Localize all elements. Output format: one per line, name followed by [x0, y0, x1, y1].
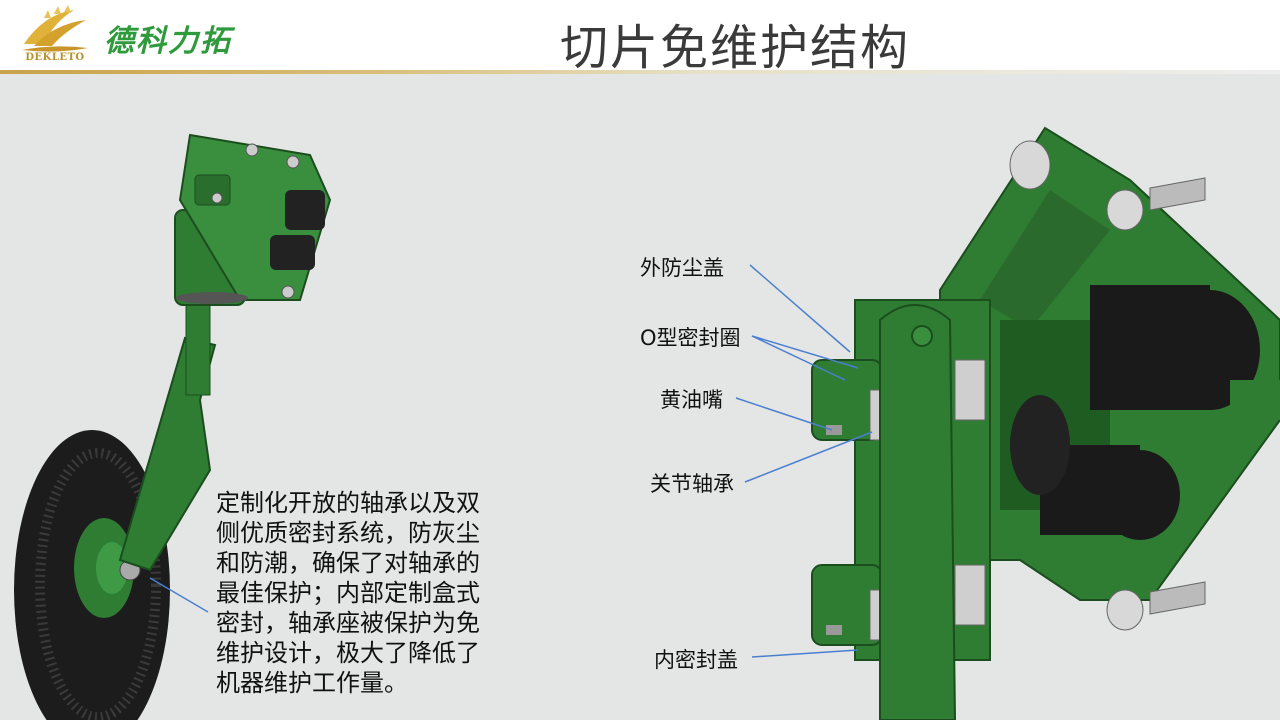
section-view-illustration — [811, 126, 1280, 720]
callout-grease-nipple: 黄油嘴 — [660, 388, 723, 412]
brand-name: 德科力拓 — [104, 24, 232, 59]
callout-inner-seal-cover: 内密封盖 — [654, 648, 738, 672]
logo-text: DEKLETO — [25, 52, 85, 63]
wheat-logo-icon — [22, 5, 88, 52]
slide-header — [0, 0, 1280, 72]
callout-o-ring: O型密封圈 — [640, 326, 741, 350]
callout-lines — [735, 264, 873, 658]
callout-joint-bearing: 关节轴承 — [650, 472, 734, 496]
feature-description: 定制化开放的轴承以及双 侧优质密封系统，防灰尘 和防潮，确保了对轴承的 最佳保护… — [216, 489, 480, 697]
header-divider — [0, 70, 1280, 74]
slide-title: 切片免维护结构 — [560, 20, 911, 76]
arm — [118, 336, 217, 572]
callout-outer-dust-cover: 外防尘盖 — [640, 256, 724, 280]
